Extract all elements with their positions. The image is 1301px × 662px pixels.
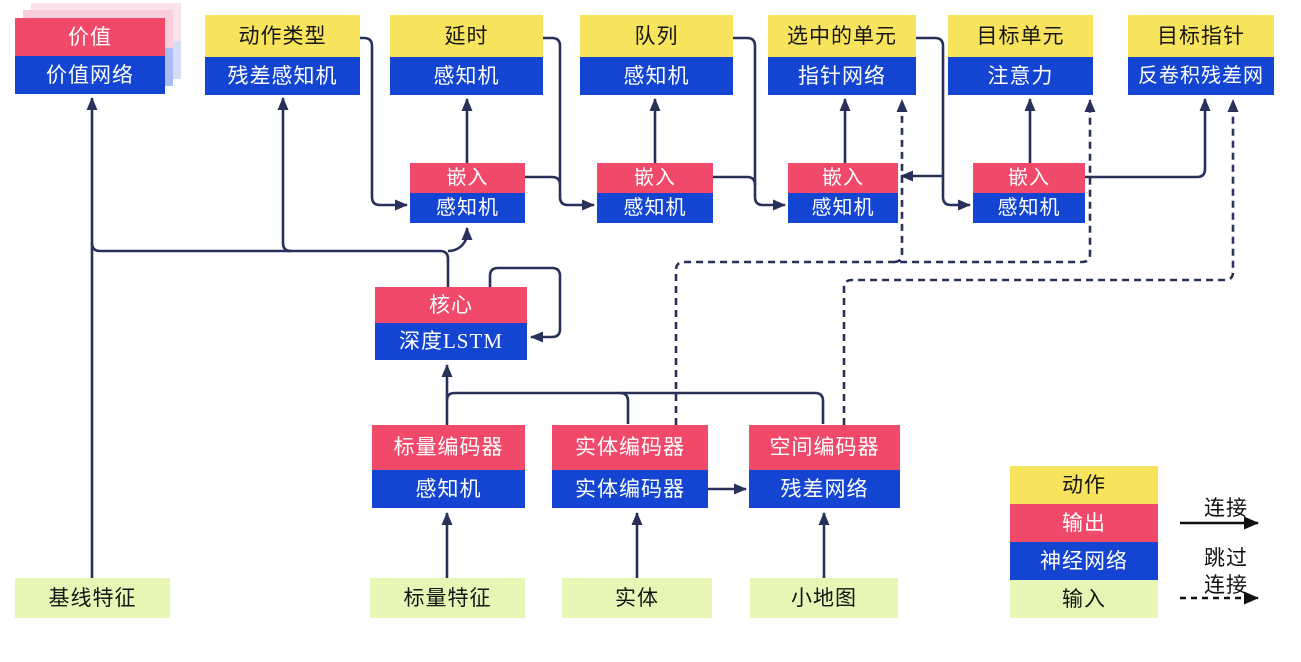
node-core-output-label: 核心 (375, 287, 527, 323)
node-embed-4: 嵌入 感知机 (973, 163, 1085, 223)
node-embed-4-output-label: 嵌入 (973, 163, 1085, 193)
edge-queue-to-embed3 (733, 36, 786, 211)
legend-output-label: 输出 (1010, 504, 1158, 542)
node-target-unit-network-label: 注意力 (948, 57, 1093, 95)
node-entity-encoder-output-label: 实体编码器 (552, 425, 708, 470)
node-embed-1-output-label: 嵌入 (410, 163, 525, 193)
edge-core-output-bus (90, 242, 450, 287)
node-value: 价值 价值网络 (15, 18, 165, 94)
node-entities: 实体 (562, 578, 712, 618)
node-minimap-label: 小地图 (750, 578, 898, 618)
node-embed-2-output-label: 嵌入 (597, 163, 713, 193)
edge-embed4-to-target-point (1085, 98, 1211, 179)
node-queue-action-label: 队列 (580, 15, 733, 57)
node-embed-3-network-label: 感知机 (788, 193, 898, 223)
node-target-unit-action-label: 目标单元 (948, 15, 1093, 57)
legend-action-label: 动作 (1010, 466, 1158, 504)
edge-encoder-bus-entity (619, 391, 630, 424)
node-action-type-network-label: 残差感知机 (205, 57, 360, 95)
node-embed-1: 嵌入 感知机 (410, 163, 525, 223)
node-minimap: 小地图 (750, 578, 898, 618)
node-queue: 队列 感知机 (580, 15, 733, 95)
node-spatial-encoder-output-label: 空间编码器 (749, 425, 900, 470)
legend-skip-label-line2: 连接 (1204, 573, 1248, 597)
edge-selected-units-to-embed4 (941, 176, 971, 211)
node-spatial-encoder: 空间编码器 残差网络 (749, 425, 900, 508)
node-delay-network-label: 感知机 (390, 57, 543, 95)
node-scalar-encoder-network-label: 感知机 (372, 470, 525, 508)
legend-input-label: 输入 (1010, 580, 1158, 618)
node-scalar-features: 标量特征 (370, 578, 525, 618)
node-spatial-encoder-network-label: 残差网络 (749, 470, 900, 508)
node-scalar-encoder-output-label: 标量编码器 (372, 425, 525, 470)
node-target-point: 目标指针 反卷积残差网 (1128, 15, 1274, 95)
skip-spatial-to-target-point (842, 99, 1239, 425)
node-target-point-action-label: 目标指针 (1128, 15, 1274, 57)
node-selected-units: 选中的单元 指针网络 (768, 15, 916, 95)
legend-color-key: 动作 输出 神经网络 输入 (1010, 466, 1158, 618)
node-embed-4-network-label: 感知机 (973, 193, 1085, 223)
edge-encoder-bus (445, 391, 825, 424)
node-value-network-label: 价值网络 (15, 56, 165, 94)
node-entity-encoder-network-label: 实体编码器 (552, 470, 708, 508)
node-core-network-label: 深度LSTM (375, 323, 527, 360)
node-embed-2-network-label: 感知机 (597, 193, 713, 223)
node-value-output-label: 价值 (15, 18, 165, 56)
node-core: 核心 深度LSTM (375, 287, 527, 360)
legend-connection-label: 连接 (1204, 496, 1248, 520)
node-embed-3: 嵌入 感知机 (788, 163, 898, 223)
legend-network-label: 神经网络 (1010, 542, 1158, 580)
skip-entity-to-selected-units (893, 99, 908, 264)
node-entities-label: 实体 (562, 578, 712, 618)
node-delay-action-label: 延时 (390, 15, 543, 57)
node-queue-network-label: 感知机 (580, 57, 733, 95)
node-selected-units-action-label: 选中的单元 (768, 15, 916, 57)
edge-embed2-out-merge (713, 175, 757, 186)
edge-delay-to-embed2 (543, 36, 595, 211)
node-embed-3-output-label: 嵌入 (788, 163, 898, 193)
node-action-type: 动作类型 残差感知机 (205, 15, 360, 95)
legend-skip-label-line1: 跳过 (1204, 546, 1248, 570)
node-action-type-action-label: 动作类型 (205, 15, 360, 57)
node-scalar-encoder: 标量编码器 感知机 (372, 425, 525, 508)
node-embed-2: 嵌入 感知机 (597, 163, 713, 223)
edge-bus-to-embed1 (447, 227, 473, 253)
node-scalar-features-label: 标量特征 (370, 578, 525, 618)
node-target-unit: 目标单元 注意力 (948, 15, 1093, 95)
node-target-point-network-label: 反卷积残差网 (1128, 57, 1274, 95)
node-entity-encoder: 实体编码器 实体编码器 (552, 425, 708, 508)
skip-entity-to-target-unit (674, 99, 1096, 425)
node-embed-1-network-label: 感知机 (410, 193, 525, 223)
node-baseline-features-label: 基线特征 (15, 578, 170, 618)
edge-action-type-to-embed1 (360, 36, 408, 211)
node-selected-units-network-label: 指针网络 (768, 57, 916, 95)
edge-core-self-loop (488, 266, 562, 343)
edge-selected-units-down (916, 36, 945, 176)
node-delay: 延时 感知机 (390, 15, 543, 95)
edge-embed1-out-merge (525, 175, 562, 186)
edge-bus-to-action-type (277, 97, 292, 253)
node-baseline-features: 基线特征 (15, 578, 170, 618)
